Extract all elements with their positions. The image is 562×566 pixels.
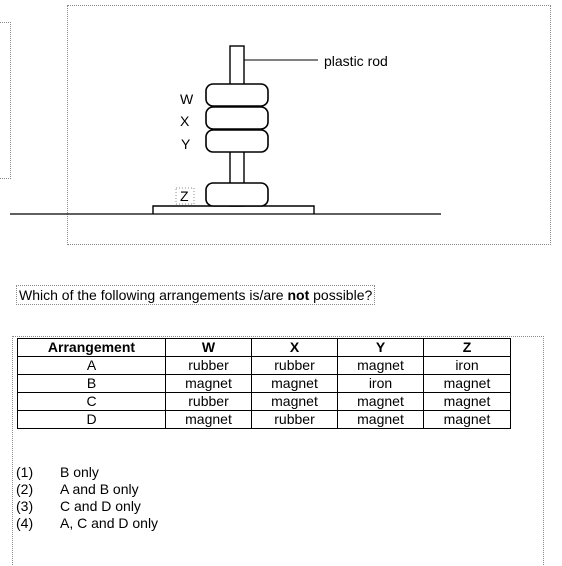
option-number: (1) <box>16 464 34 480</box>
header-arrangement: Arrangement <box>17 338 166 357</box>
question-emphasis: not <box>287 287 310 303</box>
cell-z: magnet <box>423 410 511 429</box>
cell-w: rubber <box>165 392 252 411</box>
cell-x: rubber <box>251 356 338 375</box>
cell-w: rubber <box>165 356 252 375</box>
option-3[interactable]: (3) C and D only <box>16 498 158 515</box>
option-text: B only <box>60 464 99 480</box>
cell-arrangement: A <box>17 356 166 375</box>
cell-arrangement: B <box>17 374 166 393</box>
base-stand <box>152 205 315 214</box>
question-after: possible? <box>309 287 373 303</box>
table-row: D magnet rubber magnet magnet <box>17 410 511 429</box>
cell-x: rubber <box>251 410 338 429</box>
option-text: C and D only <box>60 498 141 514</box>
cell-x: magnet <box>251 392 338 411</box>
table-row: C rubber magnet magnet magnet <box>17 392 511 411</box>
margin-bracket <box>0 22 11 179</box>
magnet-apparatus-diagram: plastic rod W X Y Z <box>10 45 441 215</box>
ring-w <box>205 83 269 107</box>
header-w: W <box>165 338 252 357</box>
cell-y: iron <box>337 374 424 393</box>
header-x: X <box>251 338 338 357</box>
label-w: W <box>180 91 194 107</box>
cell-w: magnet <box>165 410 252 429</box>
arrangements-table: Arrangement W X Y Z A rubber rubber magn… <box>17 338 511 429</box>
option-1[interactable]: (1) B only <box>16 464 158 481</box>
answer-frame <box>12 336 544 565</box>
cell-z: magnet <box>423 374 511 393</box>
cell-y: magnet <box>337 356 424 375</box>
cell-y: magnet <box>337 410 424 429</box>
question-before: Which of the following arrangements is/a… <box>19 287 288 303</box>
table-row: B magnet magnet iron magnet <box>17 374 511 393</box>
rod-label: plastic rod <box>324 53 388 69</box>
question-text: Which of the following arrangements is/a… <box>16 285 376 305</box>
cell-arrangement: C <box>17 392 166 411</box>
header-y: Y <box>337 338 424 357</box>
ring-z <box>205 182 269 207</box>
table-row: A rubber rubber magnet iron <box>17 356 511 375</box>
header-z: Z <box>423 338 511 357</box>
label-z-box <box>175 187 195 205</box>
option-text: A and B only <box>60 481 139 497</box>
ring-y <box>205 129 269 153</box>
option-2[interactable]: (2) A and B only <box>16 481 158 498</box>
label-x: X <box>180 113 190 129</box>
cell-z: iron <box>423 356 511 375</box>
figure-frame <box>67 5 551 245</box>
ring-x <box>205 106 269 130</box>
cell-z: magnet <box>423 392 511 411</box>
option-number: (4) <box>16 515 34 531</box>
label-z: Z <box>180 188 189 204</box>
label-y: Y <box>181 136 191 152</box>
cell-w: magnet <box>165 374 252 393</box>
table-header-row: Arrangement W X Y Z <box>17 338 511 357</box>
cell-x: magnet <box>251 374 338 393</box>
option-number: (2) <box>16 481 34 497</box>
option-number: (3) <box>16 498 34 514</box>
answer-options: (1) B only (2) A and B only (3) C and D … <box>16 464 158 532</box>
option-4[interactable]: (4) A, C and D only <box>16 515 158 532</box>
cell-y: magnet <box>337 392 424 411</box>
option-text: A, C and D only <box>60 515 159 531</box>
cell-arrangement: D <box>17 410 166 429</box>
